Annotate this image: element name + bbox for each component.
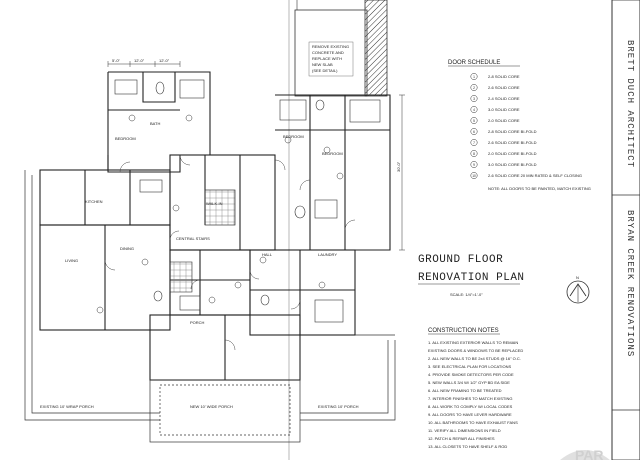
title-strip: BRETT DUCH ARCHITECT BRYAN CREEK RENOVAT… <box>288 0 640 460</box>
plan-scale: SCALE: 1/4"=1'-0" <box>450 292 483 297</box>
door-code: 5 <box>473 119 475 123</box>
door-tag-circle <box>470 73 478 80</box>
construction-note: 9. ALL DOORS TO HAVE LEVER HARDWARE <box>428 412 512 417</box>
porch-label: NEW 10' WIDE PORCH <box>190 404 233 409</box>
hatched-wall <box>364 0 388 97</box>
door-tag-circle <box>470 139 478 146</box>
door-code: 10 <box>472 174 476 178</box>
construction-note: 5. NEW WALLS 3/4 W/ 1/2" GYP BD EA SIDE <box>428 380 510 385</box>
room-label: KITCHEN <box>85 199 103 204</box>
plumbing-fixtures <box>114 79 381 323</box>
room-label: LIVING <box>65 258 78 263</box>
door-tag-circle <box>470 172 478 179</box>
door-description: 3-0 SOLID CORE <box>488 107 520 112</box>
top-addition-outline <box>294 9 368 97</box>
door-swings <box>104 154 356 351</box>
plan-title-line1: GROUND FLOOR <box>418 254 503 266</box>
room-label: BEDROOM <box>283 134 304 139</box>
door-code: 3 <box>473 97 475 101</box>
door-tag-circle <box>470 84 478 91</box>
top-note-line: REPLACE WITH <box>312 56 342 61</box>
construction-notes: CONSTRUCTION NOTES 1. ALL EXISTING EXTER… <box>428 328 523 449</box>
dimension-label: 5'-0" <box>112 58 121 63</box>
construction-note: 1. ALL EXISTING EXTERIOR WALLS TO REMAIN <box>428 340 518 345</box>
top-note-line: REMOVE EXISTING <box>312 44 349 49</box>
construction-note: 12. PATCH & REPAIR ALL FINISHES <box>428 436 495 441</box>
architect-name: BRETT DUCH ARCHITECT <box>625 40 635 168</box>
door-description: 2-6 SOLID CORE <box>488 85 520 90</box>
plan-title: GROUND FLOOR RENOVATION PLAN SCALE: 1/4"… <box>418 254 525 297</box>
door-schedule-footnote: NOTE: ALL DOORS TO BE PAINTED, MATCH EXI… <box>488 186 591 191</box>
door-description: 2-0 SOLID CORE <box>488 118 520 123</box>
porch-label: EXISTING 10' PORCH <box>318 404 359 409</box>
door-description: 3-0 SOLID CORE BI-FOLD <box>488 162 537 167</box>
construction-note: 2. ALL NEW WALLS TO BE 2x4 STUDS @ 16" O… <box>428 356 521 361</box>
room-label: BEDROOM <box>115 136 136 141</box>
door-description: 2-6 SOLID CORE 20 MIN RATED & SELF CLOSI… <box>488 173 582 178</box>
porch-label: EXISTING 10' WRAP PORCH <box>40 404 94 409</box>
door-code: 7 <box>473 141 475 145</box>
door-schedule: DOOR SCHEDULE 1 2-8 SOLID CORE 2 2-6 SOLID … <box>448 60 591 191</box>
construction-note: 10. ALL BATHROOMS TO HAVE EXHAUST FANS <box>428 420 518 425</box>
plan-title-line2: RENOVATION PLAN <box>418 272 525 284</box>
watermark-text: PAR <box>575 447 604 460</box>
room-labels: BEDROOM BATH KITCHEN BEDROOM BEDROOM LIV… <box>65 121 343 325</box>
top-note: REMOVE EXISTING CONCRETE AND REPLACE WIT… <box>308 41 354 77</box>
room-label: HALL <box>262 252 273 257</box>
door-tag-circle <box>470 150 478 157</box>
project-name: BRYAN CREEK RENOVATIONS <box>625 210 635 357</box>
north-label: N <box>576 275 579 280</box>
construction-note: 13. ALL CLOSETS TO HAVE SHELF & ROD <box>428 444 507 449</box>
top-note-line: CONCRETE AND <box>312 50 344 55</box>
room-label: BEDROOM <box>322 151 343 156</box>
door-tag-circle <box>470 117 478 124</box>
door-tags <box>96 114 344 314</box>
dimension-label: 12'-0" <box>134 58 145 63</box>
door-code: 4 <box>473 108 475 112</box>
door-description: 2-6 SOLID CORE BI-FOLD <box>488 140 537 145</box>
construction-notes-heading: CONSTRUCTION NOTES <box>428 328 499 334</box>
room-label: CENTRAL STAIRS <box>176 236 210 241</box>
porch-outline <box>24 170 396 443</box>
door-code: 1 <box>473 75 475 79</box>
door-code: 9 <box>473 163 475 167</box>
dimension-label: 30'-0" <box>396 161 401 172</box>
building-walls <box>39 71 391 381</box>
room-label: DINING <box>120 246 134 251</box>
construction-note: 4. PROVIDE SMOKE DETECTORS PER CODE <box>428 372 514 377</box>
construction-note: 8. ALL WORK TO COMPLY W/ LOCAL CODES <box>428 404 513 409</box>
stair-grid <box>204 189 236 226</box>
construction-note: 3. SEE ELECTRICAL PLAN FOR LOCATIONS <box>428 364 511 369</box>
north-arrow-icon: N <box>566 275 590 304</box>
top-note-line: (SEE DETAIL) <box>312 68 338 73</box>
dimension-label: 12'-0" <box>159 58 170 63</box>
room-label: LAUNDRY <box>318 252 337 257</box>
stair-grid <box>169 261 193 293</box>
door-description: 2-8 SOLID CORE <box>488 74 520 79</box>
room-label: BATH <box>150 121 160 126</box>
door-description: 2-8 SOLID CORE BI-FOLD <box>488 129 537 134</box>
door-description: 2-4 SOLID CORE <box>488 96 520 101</box>
door-tag-circle <box>470 95 478 102</box>
construction-note: 7. INTERIOR FINISHES TO MATCH EXISTING <box>428 396 512 401</box>
door-code: 6 <box>473 130 475 134</box>
door-tag-circle <box>470 161 478 168</box>
room-label: PORCH <box>190 320 205 325</box>
dimensions: 5'-0" 12'-0" 12'-0" 30'-0" EXISTING 10' … <box>40 58 405 409</box>
door-description: 2-0 SOLID CORE BI-FOLD <box>488 151 537 156</box>
door-code: 8 <box>473 152 475 156</box>
construction-note: 6. ALL NEW FRAMING TO BE TREATED <box>428 388 502 393</box>
watermark-logo: PAR <box>560 447 610 460</box>
door-code: 2 <box>473 86 475 90</box>
top-note-line: NEW SLAB <box>312 62 333 67</box>
room-label: WALK-IN <box>206 201 223 206</box>
construction-note: 11. VERIFY ALL DIMENSIONS IN FIELD <box>428 428 501 433</box>
door-tag-circle <box>470 106 478 113</box>
door-schedule-heading: DOOR SCHEDULE <box>448 60 500 66</box>
door-tag-circle <box>470 128 478 135</box>
construction-note: EXISTING DOORS & WINDOWS TO BE REPLACED <box>428 348 523 353</box>
